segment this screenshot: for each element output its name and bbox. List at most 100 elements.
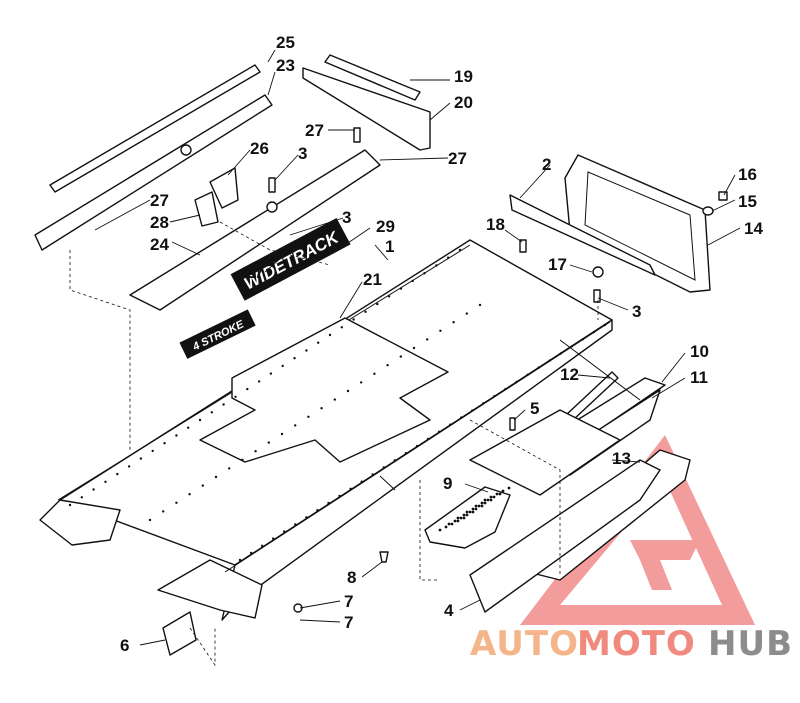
callout-26: 26 [250,139,269,158]
rivet-hole [493,395,496,398]
rivet-hole [426,437,430,441]
rivet-hole [387,295,391,298]
rivet-hole [198,418,202,422]
leader-14 [611,459,641,463]
rivet-hole [338,494,341,498]
leader-20 [339,281,363,319]
rivet-hole [478,303,482,307]
rivet-hole [222,403,225,406]
panel-24 [129,149,381,311]
rail-22 [302,67,431,151]
rivet-hole [175,434,178,437]
rivet-hole [570,345,573,348]
watermark-text-moto: MOTO [577,624,696,664]
fastener-3-upper [268,177,276,193]
footrest-hole [471,507,475,511]
rivet-hole [559,352,562,355]
callout-13: 12 [560,365,579,384]
callout-29: 29 [376,217,395,236]
rivet-hole [316,509,319,512]
callout-4: 4 [444,601,454,620]
footrest-hole [447,522,451,526]
callout-23: 23 [276,56,295,75]
rivet-hole [504,387,507,391]
footrest-hole [465,510,469,514]
rivet-hole [201,484,204,487]
footrest-hole [474,504,478,508]
leader-5 [513,409,526,421]
rivet-hole [333,398,336,401]
rivet-hole [104,480,107,483]
leader-4 [459,599,481,611]
callout-2: 2 [542,155,551,174]
callout-15: 14 [744,219,763,238]
floor-pan-rivets [68,248,607,562]
rail-21 [324,54,421,101]
decal-4stroke: 4 STROKE [179,309,256,359]
leader-22 [429,102,451,121]
footrest-hole [468,510,472,514]
fastener-19 [519,239,527,253]
bracket-28 [194,191,219,227]
rivet-hole [269,372,273,375]
leader-3b [289,217,344,236]
footrest-hole [477,504,481,508]
rivet-hole [360,381,363,384]
footrest-hole [498,492,502,496]
rivet-hole [305,349,308,352]
rivet-hole [548,359,551,362]
assembly-line-bracket [219,221,331,266]
rivet-hole [360,480,363,483]
running-board-assembly [469,339,691,613]
assembly-line-right [469,419,561,575]
callout-27-right: 27 [448,149,467,168]
footrest-10 [424,486,511,549]
callout-8: 7 [344,592,353,611]
rivet-hole [254,450,257,453]
leader-2 [519,164,551,199]
footrest-hole [483,498,487,502]
callout-28: 28 [150,213,169,232]
rivet-hole [241,458,244,461]
rail-assembly-left [34,64,381,311]
leader-13 [577,374,611,379]
footrest-hole [471,510,475,514]
footrest-hole [462,513,466,517]
callout-9: 8 [347,568,356,587]
callout-3-middle: 3 [342,208,351,227]
callout-11: 10 [690,342,709,361]
rail-25 [49,64,261,193]
rivet-hole [364,310,367,313]
leader-17 [723,174,736,196]
footrest-hole [456,516,460,520]
rivet-hole [272,537,275,540]
callout-10: 9 [443,474,452,493]
footrest-grid [438,486,511,532]
rivet-hole [371,473,374,476]
footrest-hole [444,525,448,529]
leader-28 [169,214,201,223]
rivet-hole [581,338,585,341]
leader-19 [504,229,523,243]
rivet-hole [460,416,463,419]
footrest-hole [465,513,469,517]
footrest-hole [489,498,493,502]
rivet-hole [411,279,414,283]
floor-pan [39,239,613,621]
bumper-inner [584,171,696,281]
leader-7 [299,619,341,623]
rivet-hole [437,430,441,433]
rivet-hole [116,472,119,476]
rivet-hole [267,441,270,444]
footrest-hole [438,528,442,532]
rivet-hole [281,364,284,368]
rivet-hole [399,355,402,358]
callout-27-left: 27 [150,191,169,210]
floor-pan-crease [379,475,396,491]
footrest-hole [462,516,466,520]
rivet-hole [280,432,284,436]
rivet-hole [452,321,455,324]
decal-4stroke-bg [179,309,256,359]
rivet-hole [307,415,310,418]
